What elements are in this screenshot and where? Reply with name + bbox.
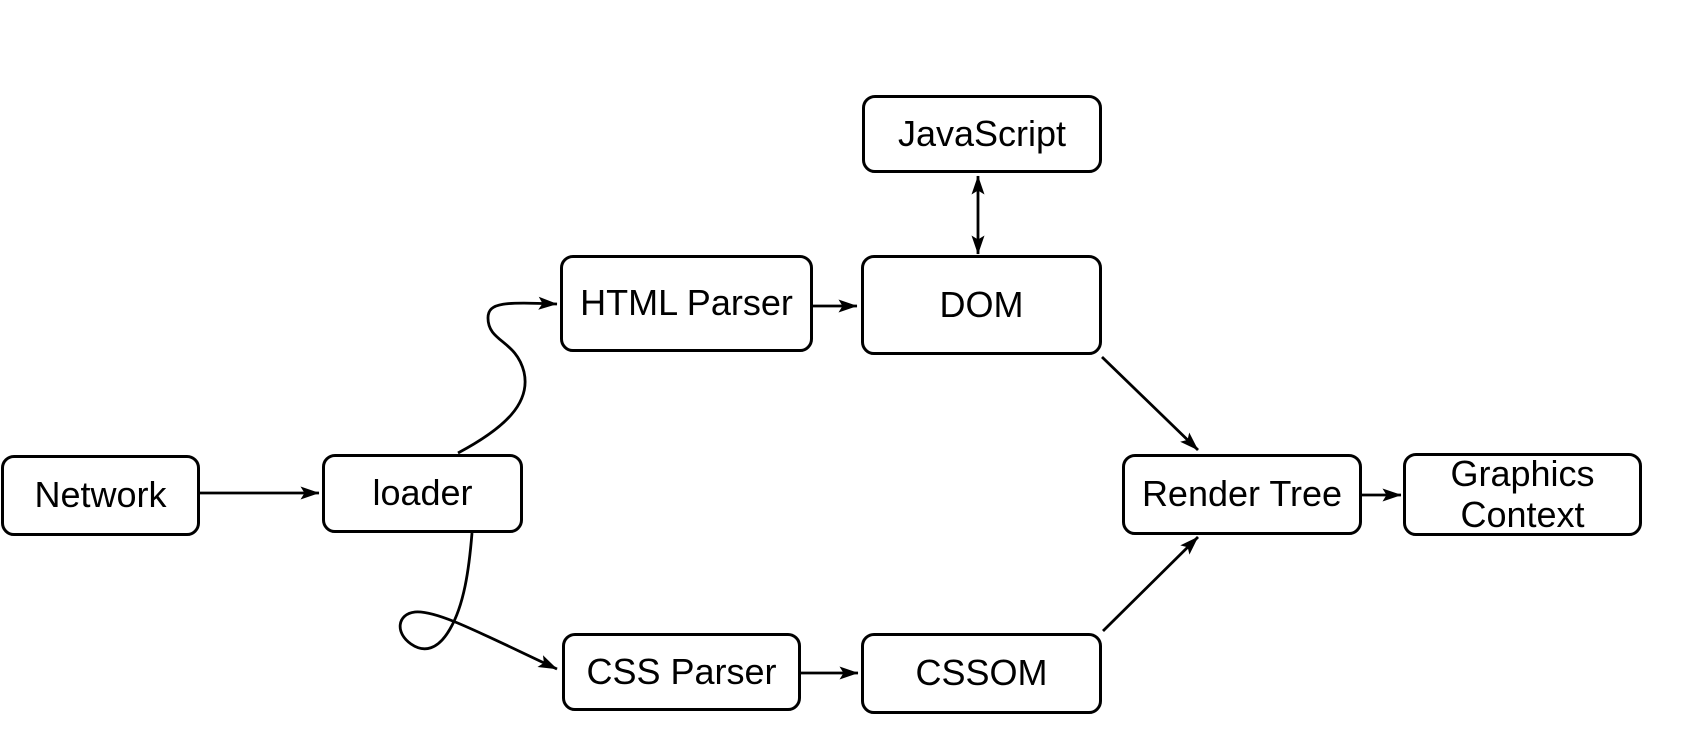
edge-cssom-render-tree: [1102, 536, 1199, 632]
node-network: Network: [1, 455, 200, 536]
edge-loader-css-parser: [398, 532, 558, 671]
node-graphics-context-label: Graphics Context: [1450, 453, 1595, 535]
node-css-parser-label: CSS Parser: [586, 650, 777, 692]
node-render-tree-label: Render Tree: [1141, 473, 1343, 515]
node-graphics-context: Graphics Context: [1403, 453, 1642, 536]
node-dom-label: DOM: [939, 283, 1024, 325]
node-loader-label: loader: [372, 472, 473, 514]
node-cssom-label: CSSOM: [915, 652, 1048, 694]
node-javascript-label: JavaScript: [897, 112, 1067, 154]
node-loader: loader: [322, 454, 523, 533]
node-html-parser: HTML Parser: [560, 255, 813, 352]
node-javascript: JavaScript: [862, 95, 1102, 173]
node-render-tree: Render Tree: [1122, 454, 1362, 535]
edge-loader-html-parser: [457, 296, 558, 455]
node-dom: DOM: [861, 255, 1102, 355]
node-cssom: CSSOM: [861, 633, 1102, 714]
node-html-parser-label: HTML Parser: [580, 282, 793, 324]
edge-dom-render-tree: [1101, 355, 1199, 452]
node-network-label: Network: [34, 474, 167, 516]
node-css-parser: CSS Parser: [562, 633, 801, 711]
